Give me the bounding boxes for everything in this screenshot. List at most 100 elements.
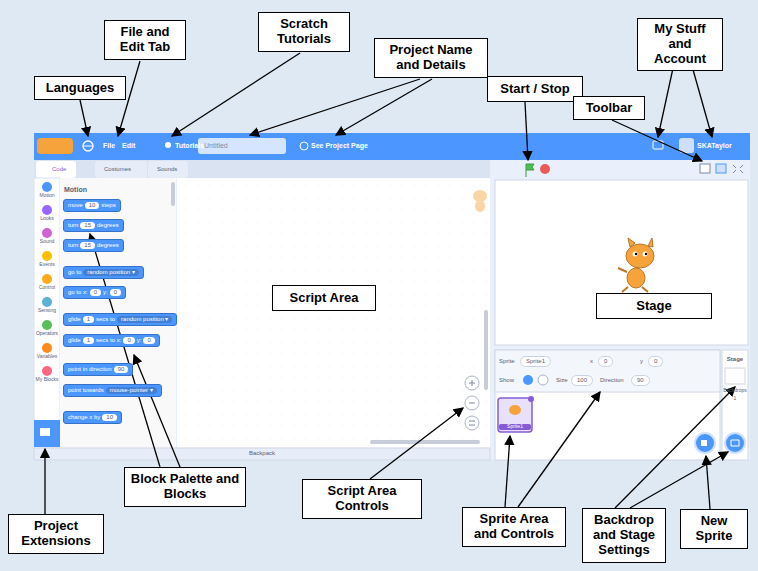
callout-text: Sprite Area and Controls (468, 512, 560, 542)
ui-text-group: 90 (631, 375, 650, 386)
ui-label: go to x: (68, 289, 88, 296)
ui-label: steps (101, 202, 115, 209)
callout-box: Toolbar (573, 96, 645, 120)
callout-text: Backdrop and Stage Settings (588, 513, 660, 558)
stage-pane (722, 350, 748, 460)
callout-text: My Stuff and Account (643, 22, 717, 67)
backdrop-thumb (725, 368, 745, 384)
dropdown: random position ▾ (83, 269, 138, 276)
ui-label: degrees (97, 242, 119, 249)
ui-label: My Blocks (36, 377, 59, 383)
ui-text-group: x (590, 358, 593, 365)
ui-label: Sensing (38, 308, 56, 314)
ui-label: Variables (37, 354, 57, 360)
sound-dot (42, 228, 52, 238)
leader-line (612, 120, 702, 161)
ui-label: Backpack (249, 450, 275, 457)
myblocks-dot (42, 366, 52, 376)
ui-label: Sound (40, 239, 54, 245)
ui-text-group: 100 (571, 375, 593, 386)
callout-text: Stage (636, 299, 671, 314)
ui-label: Show (499, 377, 514, 384)
ui-label: Code (52, 166, 66, 173)
callout-box: Scratch Tutorials (258, 12, 350, 52)
ui-label: glide (68, 316, 81, 323)
ui-text-group: Control (34, 285, 60, 291)
ui-text-group: Untitled (204, 142, 228, 150)
stop-button (540, 164, 550, 174)
ui-label: SKATaylor (697, 142, 732, 150)
sensing-dot (42, 297, 52, 307)
ui-label: go to (68, 269, 81, 276)
script-grid (177, 178, 490, 448)
ui-text-group: Variables (34, 354, 60, 360)
number-input: 15 (80, 242, 95, 249)
ui-text-group: Backpack (34, 450, 490, 457)
code-tab (36, 161, 76, 178)
ui-label: turn (68, 242, 78, 249)
ui-label: 0 (654, 358, 657, 365)
ui-text-group: Sprite1 (499, 424, 531, 430)
ui-label: Sounds (157, 166, 177, 173)
code-block: glide1secs torandom position ▾ (63, 313, 177, 326)
callout-text: Script Area (290, 291, 359, 306)
ui-label: point towards (68, 387, 104, 394)
ui-text-group: Show (499, 377, 514, 384)
zoom-reset (465, 416, 479, 430)
callout-box: Start / Stop (487, 76, 583, 102)
callout-box: Sprite Area and Controls (462, 507, 566, 547)
leader-line (250, 79, 420, 135)
callout-box: Block Palette and Blocks (124, 467, 246, 507)
leader-line (370, 408, 463, 479)
callout-text: New Sprite (686, 514, 742, 544)
callout-box: Project Name and Details (374, 38, 488, 78)
leader-line (505, 436, 510, 507)
number-input: 0 (110, 289, 121, 296)
callout-text: Toolbar (586, 101, 633, 116)
cat-sprite (618, 238, 654, 292)
ui-label: Stage (727, 356, 743, 363)
ui-label: 0 (604, 358, 607, 365)
scratch-logo (37, 138, 73, 154)
ui-label: Backdrops (723, 388, 747, 394)
callout-box: Languages (34, 76, 126, 100)
code-block: move10steps (63, 199, 121, 212)
ui-text-group: Sounds (157, 166, 177, 173)
ui-label: 100 (577, 377, 587, 384)
ui-label: move (68, 202, 83, 209)
ui-label: Sprite (499, 358, 515, 365)
ui-label: Size (556, 377, 568, 384)
leader-line (134, 355, 180, 467)
ui-text-group: Motion (64, 186, 87, 194)
ui-label: File (103, 142, 115, 150)
ui-label: Direction (600, 377, 624, 384)
menu-bar (34, 133, 750, 160)
callout-box: My Stuff and Account (637, 18, 723, 71)
script-area (177, 178, 490, 448)
number-input: 10 (85, 202, 100, 209)
number-input: 0 (143, 337, 154, 344)
callout-text: Scratch Tutorials (264, 17, 344, 47)
code-block: point in direction90 (63, 363, 133, 376)
ui-label: Motion (39, 193, 54, 199)
number-input: 1 (83, 337, 94, 344)
new-backdrop-button (725, 433, 745, 453)
script-hscroll (370, 440, 480, 444)
code-block: glide1secs to x:0y:0 (63, 334, 160, 347)
ui-text-group: Code (52, 166, 66, 173)
category-column (34, 178, 60, 448)
code-block: change x by10 (63, 411, 122, 424)
dropdown: random position ▾ (117, 316, 172, 323)
sprite-pane (495, 350, 720, 460)
ui-label: glide (68, 337, 81, 344)
ui-label: Operators (36, 331, 58, 337)
code-block: go to x:0y:0 (63, 286, 126, 299)
ui-text-group: Operators (34, 331, 60, 337)
ui-label: Tutorials (175, 142, 204, 150)
tab-row (34, 160, 490, 178)
dropdown: mouse-pointer ▾ (106, 387, 157, 394)
ui-label: Motion (64, 186, 87, 194)
code-block: turn15degrees (63, 219, 124, 232)
ui-text-group: Backdrops (722, 388, 748, 394)
green-flag (526, 164, 534, 177)
